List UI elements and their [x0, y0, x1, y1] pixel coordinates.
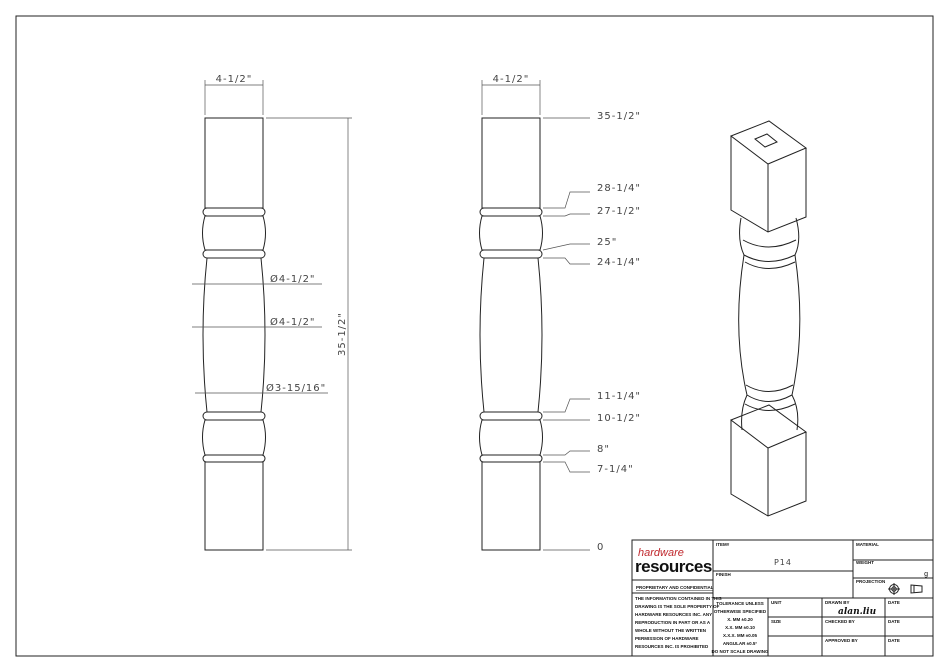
- material-label: MATERIAL: [856, 542, 879, 547]
- approved-by-label: APPROVED BY: [825, 638, 858, 643]
- tolerance-line: ANGULAR ±0.5°: [723, 641, 757, 646]
- weight-label: WEIGHT: [856, 560, 874, 565]
- title-block: hardware resources PROPRIETARY AND CONFI…: [631, 539, 934, 657]
- logo-resources: resources: [635, 557, 712, 576]
- height-label-7-1-4: 7-1/4": [597, 464, 634, 475]
- height-label-28-1-4: 28-1/4": [597, 183, 641, 194]
- proprietary-line: THE INFORMATION CONTAINED IN THIS: [635, 596, 722, 601]
- proprietary-header: PROPRIETARY AND CONFIDENTIAL: [636, 585, 714, 590]
- height-label-0: 0: [597, 542, 604, 553]
- lower-bulb: [202, 419, 266, 456]
- checked-by-label: CHECKED BY: [825, 619, 855, 624]
- finish-label: FINISH: [716, 572, 731, 577]
- proprietary-line: WHOLE WITHOUT THE WRITTEN: [635, 628, 706, 633]
- tolerance-line: OTHERWISE SPECIFIED: [714, 609, 767, 614]
- size-label: SIZE: [771, 619, 781, 624]
- bottom-block: [204, 461, 264, 551]
- proprietary-line: PERMISSION OF HARDWARE: [635, 636, 699, 641]
- upper-bulb: [202, 215, 266, 251]
- width-dim-left: 4-1/2": [216, 74, 253, 85]
- date-label: DATE: [888, 619, 900, 624]
- lower-bead-1: [202, 411, 266, 421]
- isometric-view: [729, 120, 808, 517]
- height-label-24-1-4: 24-1/4": [597, 257, 641, 268]
- date-label: DATE: [888, 638, 900, 643]
- top-block: [204, 117, 264, 209]
- diameter-dim-3: Ø3-15/16": [266, 382, 326, 394]
- tolerance-line: X. MM ±0.20: [727, 617, 753, 622]
- drawn-by-label: DRAWN BY: [825, 600, 850, 605]
- logo-hardware: hardware: [638, 547, 684, 559]
- proprietary-line: REPRODUCTION IN PART OR AS A: [635, 620, 711, 625]
- proprietary-line: DRAWING IS THE SOLE PROPERTY OF: [635, 604, 720, 609]
- item-value: P14: [774, 558, 792, 567]
- height-label-10-1-2: 10-1/2": [597, 413, 641, 424]
- upper-bead-1: [202, 207, 266, 217]
- front-view-left: 4-1/2" 35-1/2" Ø4-1/2" Ø4-1/2" Ø3-15/16": [192, 74, 352, 551]
- height-label-27-1-2: 27-1/2": [597, 206, 641, 217]
- tolerance-line: DO NOT SCALE DRAWING: [712, 649, 769, 654]
- tolerance-line: X.X.X. MM ±0.05: [723, 633, 757, 638]
- height-label-11-1-4: 11-1/4": [597, 391, 641, 402]
- date-label: DATE: [888, 600, 900, 605]
- width-dim-middle: 4-1/2": [493, 74, 530, 85]
- item-label: ITEM#: [716, 542, 730, 547]
- proprietary-line: HARDWARE RESOURCES INC. ANY: [635, 612, 712, 617]
- height-label-25: 25": [597, 237, 617, 248]
- projection-label: PROJECTION: [856, 579, 885, 584]
- diameter-dim-2: Ø4-1/2": [270, 316, 316, 328]
- proprietary-line: RESOURCES INC. IS PROHIBITED: [635, 644, 709, 649]
- height-dim: 35-1/2": [337, 312, 348, 356]
- sheet-border: [15, 15, 934, 657]
- unit-label: UNIT: [771, 600, 782, 605]
- drawn-by-signature: alan.liu: [838, 607, 877, 617]
- tolerance-line: TOLERANCE UNLESS: [716, 601, 763, 606]
- lower-bead-2: [202, 454, 266, 463]
- height-label-8: 8": [597, 444, 610, 455]
- upper-bead-2: [202, 249, 266, 259]
- weight-value: g: [924, 571, 928, 578]
- height-label-35-1-2: 35-1/2": [597, 111, 641, 122]
- shaft: [202, 257, 266, 413]
- diameter-dim-1: Ø4-1/2": [270, 273, 316, 285]
- front-view-middle: 4-1/2" 35-1/2" 28-1/4" 27-1/2" 25" 24-1/…: [479, 74, 641, 553]
- tolerance-line: X.X. MM ±0.10: [725, 625, 755, 630]
- projection-symbol-icon: [888, 583, 923, 595]
